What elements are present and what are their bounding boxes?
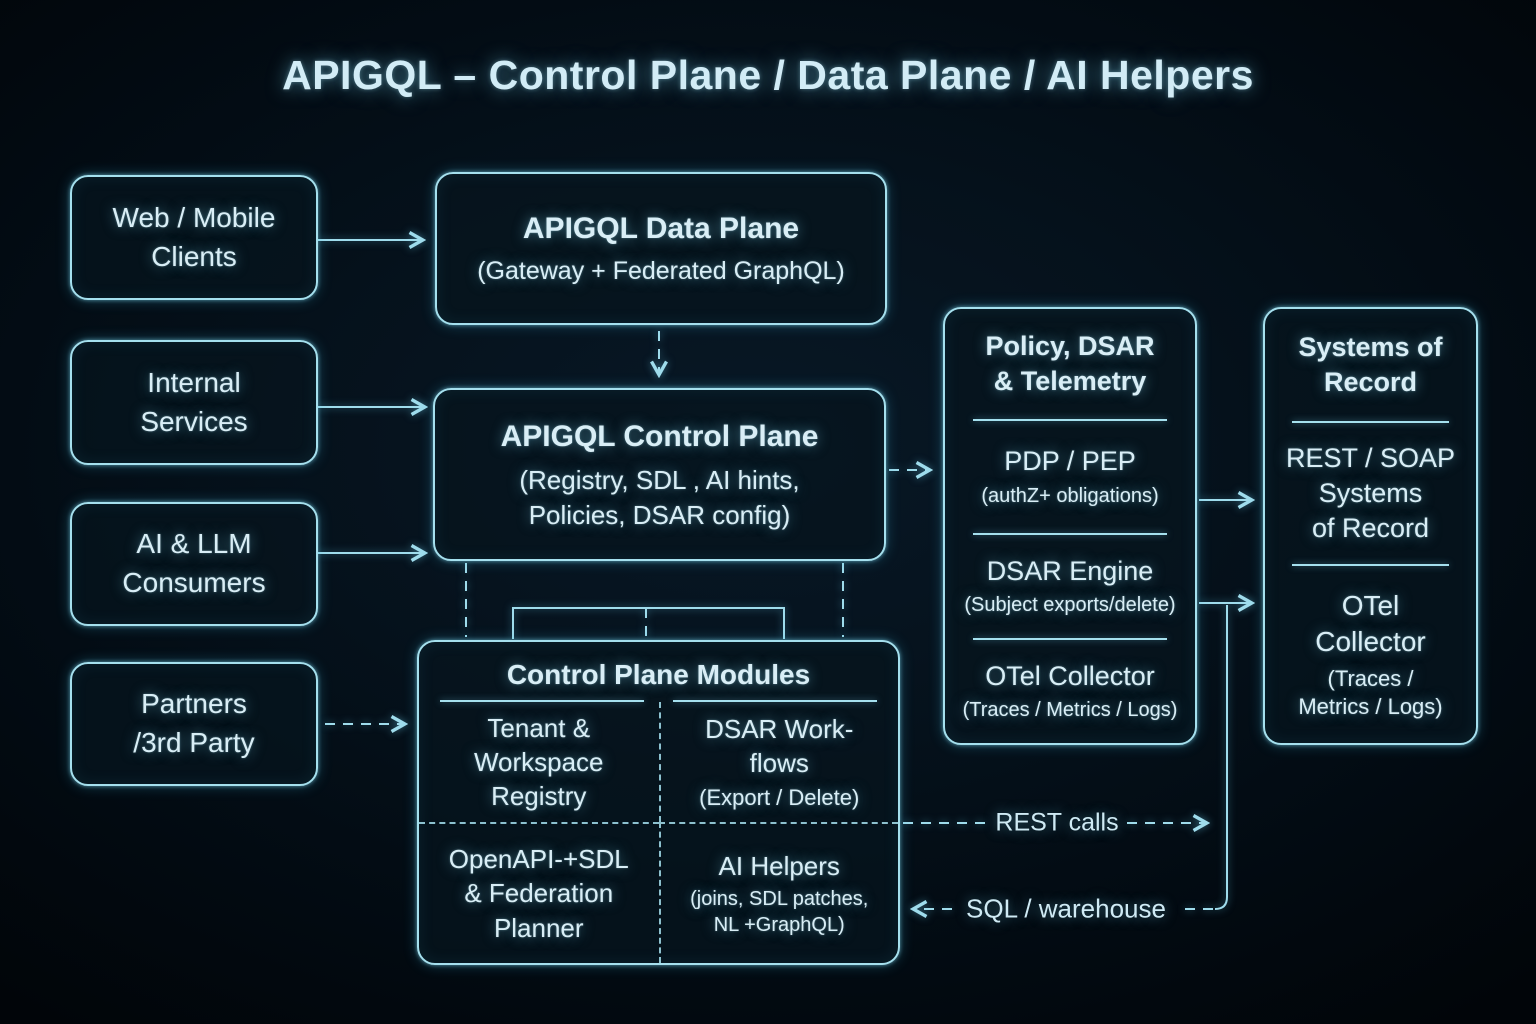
- node-control-plane-modules: Control Plane Modules Tenant & Workspace…: [417, 640, 900, 965]
- node-partners-3rd-party: Partners /3rd Party: [70, 662, 318, 786]
- cell-tenant-workspace-registry: Tenant & Workspace Registry: [419, 702, 659, 822]
- divider: [973, 637, 1167, 640]
- node-systems-of-record: Systems of Record REST / SOAP Systems of…: [1263, 307, 1478, 745]
- cell-openapi-sdl-federation-planner: OpenAPI-+SDL & Federation Planner: [419, 822, 659, 963]
- section-title: OTel Collector: [1315, 589, 1426, 658]
- node-web-mobile-clients: Web / Mobile Clients: [70, 175, 318, 300]
- node-apigql-control-plane: APIGQL Control Plane (Registry, SDL , AI…: [433, 388, 886, 561]
- node-subtitle: (Registry, SDL , AI hints, Policies, DSA…: [519, 465, 800, 530]
- section-subtitle: (Subject exports/delete): [964, 593, 1176, 616]
- sor-title: Systems of Record: [1298, 331, 1443, 397]
- section-title: REST / SOAP Systems of Record: [1285, 442, 1456, 543]
- edge-label-rest-calls: REST calls: [995, 808, 1119, 837]
- divider: [1292, 563, 1449, 566]
- cell-subtitle: (Export / Delete): [699, 784, 860, 810]
- node-internal-services: Internal Services: [70, 340, 318, 465]
- section-otel-collector: OTel Collector (Traces / Metrics / Logs): [963, 640, 1178, 743]
- section-subtitle: (Traces / Metrics / Logs): [1298, 665, 1443, 719]
- section-title: OTel Collector: [985, 661, 1155, 692]
- node-ai-llm-consumers: AI & LLM Consumers: [70, 502, 318, 626]
- modules-grid: Tenant & Workspace Registry DSAR Work- f…: [419, 702, 898, 963]
- cell-title: AI Helpers: [718, 850, 840, 881]
- node-title: APIGQL Data Plane: [522, 212, 800, 245]
- cell-subtitle: (joins, SDL patches, NL +GraphQL): [690, 888, 869, 937]
- section-subtitle: (authZ+ obligations): [981, 484, 1159, 507]
- policy-title: Policy, DSAR & Telemetry: [985, 330, 1155, 396]
- section-rest-soap-systems: REST / SOAP Systems of Record: [1286, 423, 1455, 564]
- cell-ai-helpers: AI Helpers (joins, SDL patches, NL +Grap…: [658, 822, 898, 963]
- cell-title: OpenAPI-+SDL & Federation Planner: [448, 844, 629, 943]
- divider: [973, 419, 1167, 421]
- node-label: Internal Services: [140, 366, 248, 437]
- cell-title: DSAR Work- flows: [705, 713, 854, 779]
- policy-header: Policy, DSAR & Telemetry: [985, 309, 1154, 419]
- node-subtitle: (Gateway + Federated GraphQL): [477, 257, 845, 285]
- node-title: APIGQL Control Plane: [500, 420, 819, 454]
- page-title: APIGQL – Control Plane / Data Plane / AI…: [282, 52, 1254, 98]
- node-policy-dsar-telemetry: Policy, DSAR & Telemetry PDP / PEP (auth…: [943, 307, 1197, 745]
- section-title: DSAR Engine: [986, 555, 1154, 586]
- modules-title-underline: [419, 700, 898, 702]
- section-otel-collector-sor: OTel Collector (Traces / Metrics / Logs): [1298, 566, 1442, 743]
- cell-title: Tenant & Workspace Registry: [473, 712, 604, 812]
- section-dsar-engine: DSAR Engine (Subject exports/delete): [964, 535, 1175, 638]
- bracket-controlplane-modules: [512, 607, 785, 639]
- cell-dsar-workflows: DSAR Work- flows (Export / Delete): [658, 702, 899, 822]
- divider: [973, 532, 1167, 535]
- line-otel-branch-down: [1214, 605, 1228, 910]
- section-title: PDP / PEP: [1004, 446, 1136, 477]
- node-apigql-data-plane: APIGQL Data Plane (Gateway + Federated G…: [435, 172, 887, 325]
- section-pdp-pep: PDP / PEP (authZ+ obligations): [981, 421, 1158, 533]
- section-subtitle: (Traces / Metrics / Logs): [962, 699, 1178, 722]
- edge-label-sql-warehouse: SQL / warehouse: [966, 893, 1166, 924]
- modules-title: Control Plane Modules: [506, 659, 811, 690]
- sor-header: Systems of Record: [1298, 309, 1442, 421]
- node-label: Partners /3rd Party: [133, 688, 255, 758]
- node-label: Web / Mobile Clients: [112, 201, 276, 272]
- divider: [1292, 421, 1449, 423]
- node-label: AI & LLM Consumers: [122, 528, 266, 598]
